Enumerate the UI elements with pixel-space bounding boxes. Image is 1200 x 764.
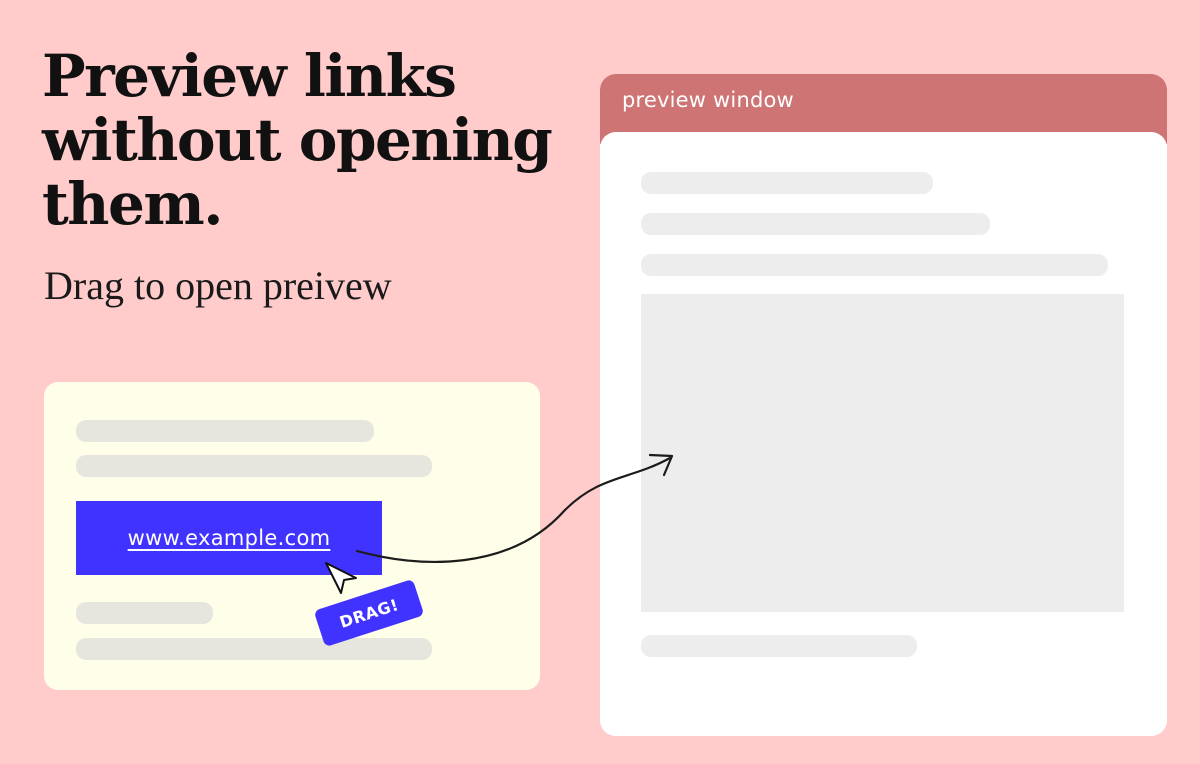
image-placeholder (641, 294, 1124, 612)
link-text[interactable]: www.example.com (127, 526, 331, 550)
text-placeholder (641, 213, 990, 235)
text-placeholder (641, 254, 1108, 276)
text-placeholder (76, 638, 432, 660)
preview-window-title: preview window (622, 88, 794, 112)
text-placeholder (76, 420, 374, 442)
subline: Drag to open preivew (44, 263, 392, 308)
headline: Preview links without opening them. (42, 42, 553, 238)
text-placeholder (641, 635, 917, 657)
text-placeholder (641, 172, 933, 194)
text-placeholder (76, 455, 432, 477)
preview-window-body (600, 132, 1167, 736)
text-placeholder (76, 602, 213, 624)
preview-window: preview window (600, 74, 1167, 736)
